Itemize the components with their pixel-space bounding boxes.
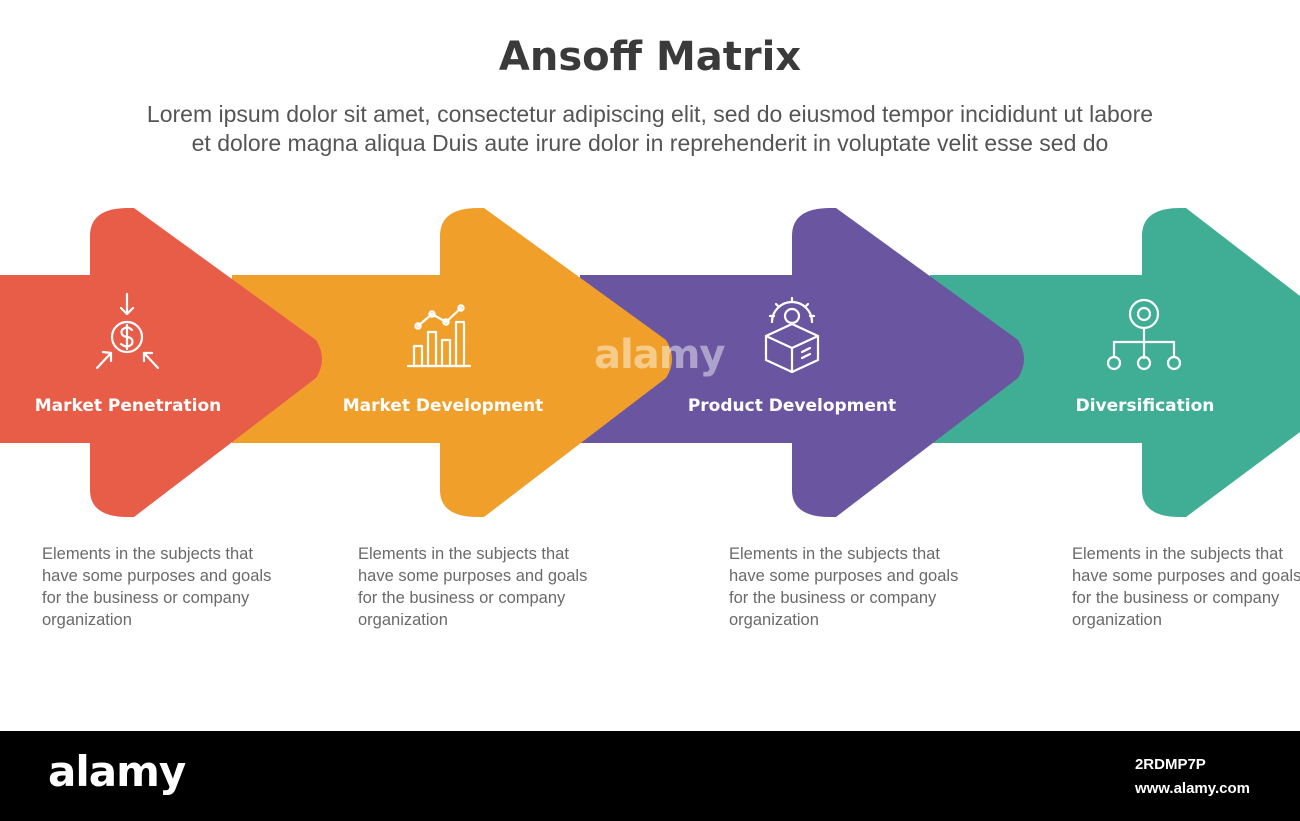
arrow-head-market-penetration xyxy=(90,208,322,517)
image-code: 2RDMP7P xyxy=(1134,756,1206,773)
page-title: Ansoff Matrix xyxy=(498,34,802,80)
subtitle-line-1: Lorem ipsum dolor sit amet, consectetur … xyxy=(146,101,1154,127)
step-description-diversification: Elements in the subjects that have some … xyxy=(1072,545,1300,629)
step-description-market-penetration: Elements in the subjects that have some … xyxy=(42,545,272,629)
gear-box-icon xyxy=(764,296,820,374)
arrow-head-product-development xyxy=(792,208,1024,517)
step-description-product-development: Elements in the subjects that have some … xyxy=(729,545,959,629)
arrow-head-diversification xyxy=(1142,208,1300,517)
site-url: www.alamy.com xyxy=(1134,780,1250,797)
dollar-coin-arrows-icon xyxy=(95,292,160,370)
ansoff-arrow-diagram: Market Penetration Market Development Pr… xyxy=(0,208,1300,517)
step-label-market-penetration: Market Penetration xyxy=(35,396,222,416)
step-label-product-development: Product Development xyxy=(688,396,896,416)
step-arrow-market-penetration xyxy=(0,208,322,517)
step-arrow-diversification xyxy=(930,208,1300,517)
hierarchy-network-icon xyxy=(1106,298,1182,371)
image-code-block: 2RDMP7P www.alamy.com xyxy=(1135,753,1250,801)
stock-footer-bar: alamy 2RDMP7P www.alamy.com xyxy=(0,731,1300,821)
page-subtitle: Lorem ipsum dolor sit amet, consectetur … xyxy=(60,100,1240,158)
center-watermark: alamy xyxy=(594,332,725,378)
step-description-market-development: Elements in the subjects that have some … xyxy=(358,545,588,629)
bar-chart-trend-icon xyxy=(406,304,472,368)
step-arrow-product-development xyxy=(580,208,1024,517)
subtitle-line-2: et dolore magna aliqua Duis aute irure d… xyxy=(191,130,1109,156)
step-label-market-development: Market Development xyxy=(343,396,544,416)
arrow-head-market-development xyxy=(440,208,672,517)
step-label-diversification: Diversification xyxy=(1076,396,1215,416)
brand-logo: alamy xyxy=(48,747,186,796)
